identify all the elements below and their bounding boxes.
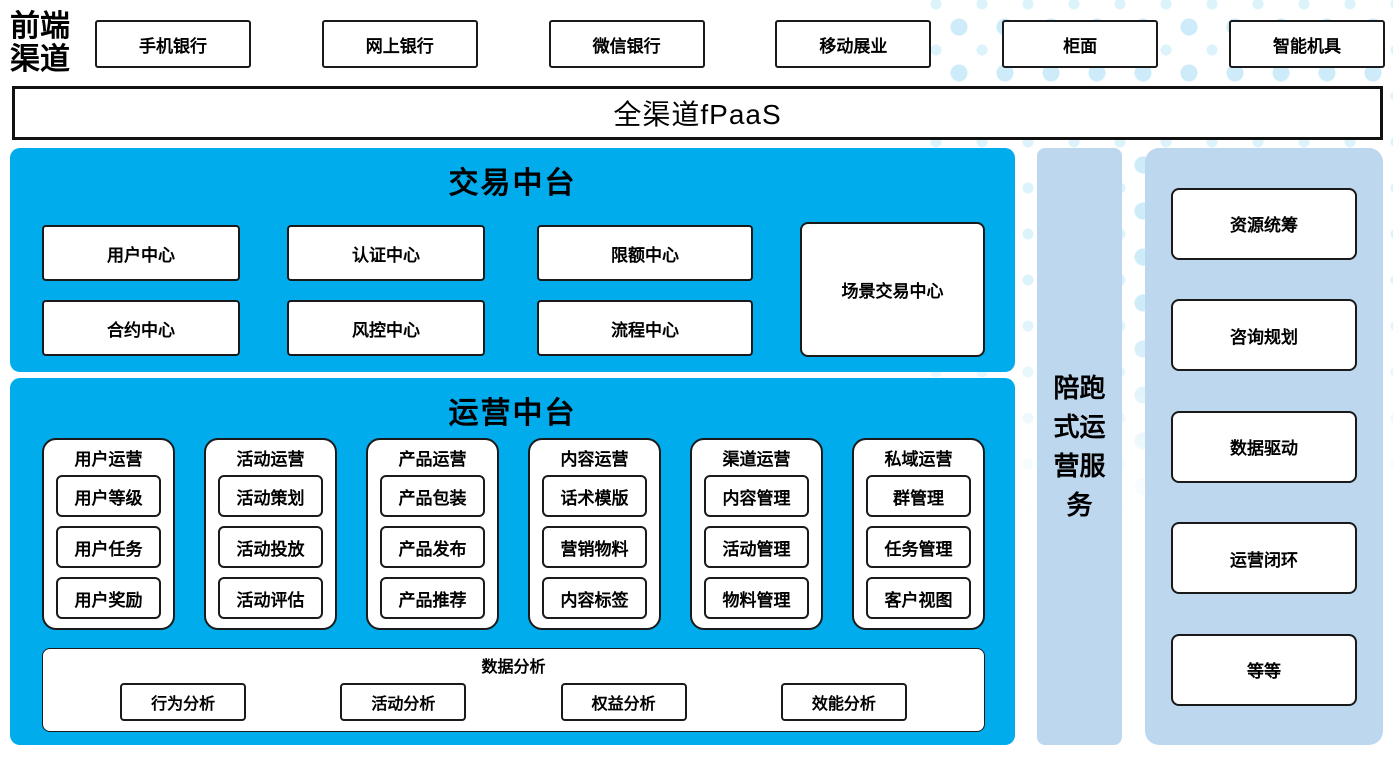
group-box-product-operations: 产品运营 产品包装 产品发布 产品推荐 (366, 438, 499, 630)
center-box-scenario-trading: 场景交易中心 (800, 222, 985, 357)
data-analysis-items: 行为分析 活动分析 权益分析 效能分析 (43, 677, 984, 721)
group-box-activity-operations: 活动运营 活动策划 活动投放 活动评估 (204, 438, 337, 630)
trading-platform-title: 交易中台 (448, 167, 577, 200)
group-label: 产品运营 (398, 450, 467, 469)
group-label: 用户运营 (74, 450, 143, 469)
group-box-private-domain-operations: 私域运营 群管理 任务管理 客户视图 (852, 438, 985, 630)
item-user-level: 用户等级 (56, 475, 161, 517)
channel-box-mobile-banking: 手机银行 (95, 20, 251, 68)
item-task-management: 任务管理 (866, 526, 971, 568)
data-analysis-panel: 数据分析 行为分析 活动分析 权益分析 效能分析 (42, 648, 985, 732)
item-customer-view: 客户视图 (866, 577, 971, 619)
service-box-operations-loop: 运营闭环 (1171, 522, 1357, 594)
center-box-authentication: 认证中心 (287, 225, 485, 281)
item-user-task: 用户任务 (56, 526, 161, 568)
operations-platform-section: 运营中台 用户运营 用户等级 用户任务 用户奖励 活动运营 活动策划 活动投放 … (10, 378, 1015, 745)
channel-box-mobile-outreach: 移动展业 (775, 20, 932, 68)
service-box-resource-coordination: 资源统筹 (1171, 187, 1357, 260)
operations-platform-title: 运营中台 (448, 397, 577, 430)
item-marketing-materials: 营销物料 (542, 526, 647, 568)
item-content-tags: 内容标签 (542, 577, 647, 619)
companion-service-bar: 陪跑式运营服务 (1037, 148, 1122, 745)
analysis-box-efficiency: 效能分析 (780, 683, 907, 721)
channel-box-smart-devices: 智能机具 (1228, 20, 1385, 68)
item-activity-planning: 活动策划 (218, 475, 323, 517)
item-activity-evaluation: 活动评估 (218, 577, 323, 619)
analysis-box-activity: 活动分析 (340, 683, 467, 721)
service-box-data-driven: 数据驱动 (1171, 410, 1357, 483)
channel-box-wechat-banking: 微信银行 (548, 20, 705, 68)
group-box-channel-operations: 渠道运营 内容管理 活动管理 物料管理 (690, 438, 823, 630)
channel-box-counter: 柜面 (1002, 20, 1159, 68)
group-label: 私域运营 (884, 450, 953, 469)
trading-platform-section: 交易中台 用户中心 认证中心 限额中心 合约中心 风控中心 流程中心 场景交易中… (10, 148, 1015, 372)
item-material-management: 物料管理 (704, 577, 809, 619)
center-box-process: 流程中心 (537, 300, 753, 356)
right-services-column: 资源统筹 咨询规划 数据驱动 运营闭环 等等 (1145, 148, 1383, 745)
center-box-user: 用户中心 (42, 225, 240, 281)
service-box-etc: 等等 (1171, 633, 1357, 706)
frontend-channels-label: 前端渠道 (10, 10, 70, 76)
item-script-template: 话术模版 (542, 475, 647, 517)
item-product-packaging: 产品包装 (380, 475, 485, 517)
channel-box-online-banking: 网上银行 (321, 20, 478, 68)
group-box-user-operations: 用户运营 用户等级 用户任务 用户奖励 (42, 438, 175, 630)
analysis-box-benefit: 权益分析 (560, 683, 687, 721)
item-content-management: 内容管理 (704, 475, 809, 517)
center-box-limit: 限额中心 (537, 225, 753, 281)
omnichannel-fpaas-bar: 全渠道fPaaS (12, 86, 1383, 140)
group-label: 活动运营 (236, 450, 305, 469)
operations-groups-row: 用户运营 用户等级 用户任务 用户奖励 活动运营 活动策划 活动投放 活动评估 … (42, 438, 985, 630)
item-product-recommendation: 产品推荐 (380, 577, 485, 619)
service-box-consulting-planning: 咨询规划 (1171, 299, 1357, 371)
center-box-contract: 合约中心 (42, 300, 240, 356)
channels-row: 手机银行 网上银行 微信银行 移动展业 柜面 智能机具 (95, 19, 1385, 69)
center-box-risk-control: 风控中心 (287, 300, 485, 356)
item-activity-delivery: 活动投放 (218, 526, 323, 568)
group-box-content-operations: 内容运营 话术模版 营销物料 内容标签 (528, 438, 661, 630)
data-analysis-label: 数据分析 (481, 659, 546, 676)
item-product-release: 产品发布 (380, 526, 485, 568)
companion-service-label: 陪跑式运营服务 (1053, 372, 1106, 520)
group-label: 内容运营 (560, 450, 629, 469)
item-activity-management: 活动管理 (704, 526, 809, 568)
group-label: 渠道运营 (722, 450, 791, 469)
item-group-management: 群管理 (866, 475, 971, 517)
analysis-box-behavior: 行为分析 (120, 683, 247, 721)
item-user-reward: 用户奖励 (56, 577, 161, 619)
